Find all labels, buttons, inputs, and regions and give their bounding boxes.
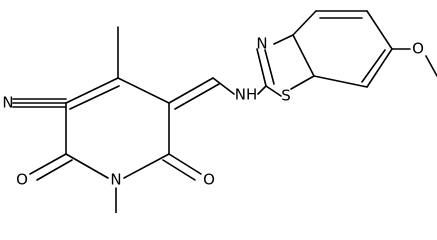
- atom-labels: N NH N O O N S O: [2, 35, 424, 189]
- nitrile-nitrogen-label: N: [2, 94, 13, 112]
- bond-nh-c2thiazole: [257, 85, 267, 95]
- right-oxygen-label: O: [203, 171, 215, 189]
- bond-c3a-c4: [292, 10, 317, 36]
- molecular-structure-diagram: N NH N O O N S O: [2, 10, 437, 213]
- thiazole-nitrogen-label: N: [256, 35, 267, 53]
- bond-c3-c4: [65, 77, 119, 104]
- bond-c2-n3-thiazole: [256, 48, 267, 87]
- bond-c2-o: [29, 153, 67, 175]
- bond-c6-n1: [123, 153, 170, 179]
- bond-n3-c3a: [273, 34, 294, 45]
- bond-c5-methylidene-double: [174, 83, 220, 110]
- bond-lines: [12, 10, 437, 213]
- bond-c6-o: [168, 153, 202, 175]
- methoxy-oxygen-label: O: [412, 40, 424, 58]
- left-oxygen-label: O: [16, 171, 28, 189]
- bond-methylidene-nh: [212, 77, 235, 95]
- bond-c6-o-double: [162, 159, 196, 181]
- bond-c6-c7: [366, 48, 393, 88]
- bond-c4-c5: [117, 77, 170, 104]
- thiazole-sulfur-label: S: [281, 87, 291, 105]
- bond-c2-s1: [265, 85, 282, 97]
- bond-c5-methylidene: [168, 77, 214, 104]
- bond-c2-o-double: [36, 159, 73, 181]
- bond-s1-c7a: [290, 75, 315, 90]
- bond-c6-c7-double: [361, 49, 386, 83]
- bond-c2-n3-double: [264, 49, 275, 85]
- amine-nh-label: NH: [235, 86, 258, 104]
- bond-o-methyl: [425, 55, 437, 77]
- bond-c7-c7a: [313, 75, 368, 88]
- bond-c3a-c7a: [292, 34, 315, 77]
- bond-n1-c2: [65, 153, 109, 179]
- ring-nitrogen-label: N: [110, 171, 121, 189]
- bond-c3-c4-double: [69, 85, 120, 110]
- bond-c5-c6: [366, 10, 393, 50]
